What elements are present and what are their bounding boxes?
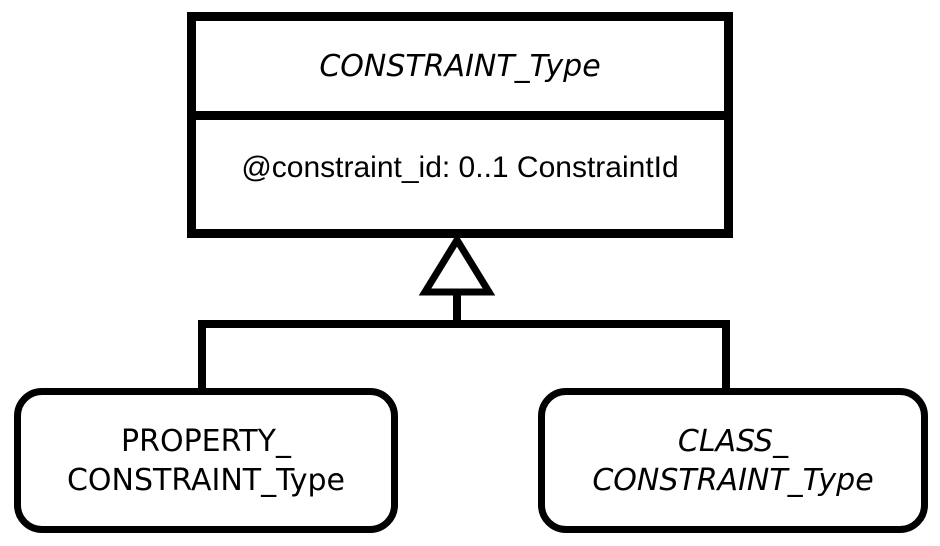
inheritance-triangle-icon bbox=[418, 233, 496, 296]
class-box-constraint-type: CONSTRAINT_Type @constraint_id: 0..1 Con… bbox=[187, 12, 733, 238]
connector-lines bbox=[198, 320, 730, 392]
child-class-name: PROPERTY_ CONSTRAINT_Type bbox=[66, 423, 346, 498]
parent-class-name: CONSTRAINT_Type bbox=[196, 21, 724, 120]
parent-class-attribute: @constraint_id: 0..1 ConstraintId bbox=[241, 150, 679, 184]
child-class-name: CLASS_ CONSTRAINT_Type bbox=[592, 423, 874, 498]
class-box-property-constraint-type: PROPERTY_ CONSTRAINT_Type bbox=[14, 388, 398, 533]
class-box-class-constraint-type: CLASS_ CONSTRAINT_Type bbox=[538, 388, 928, 533]
